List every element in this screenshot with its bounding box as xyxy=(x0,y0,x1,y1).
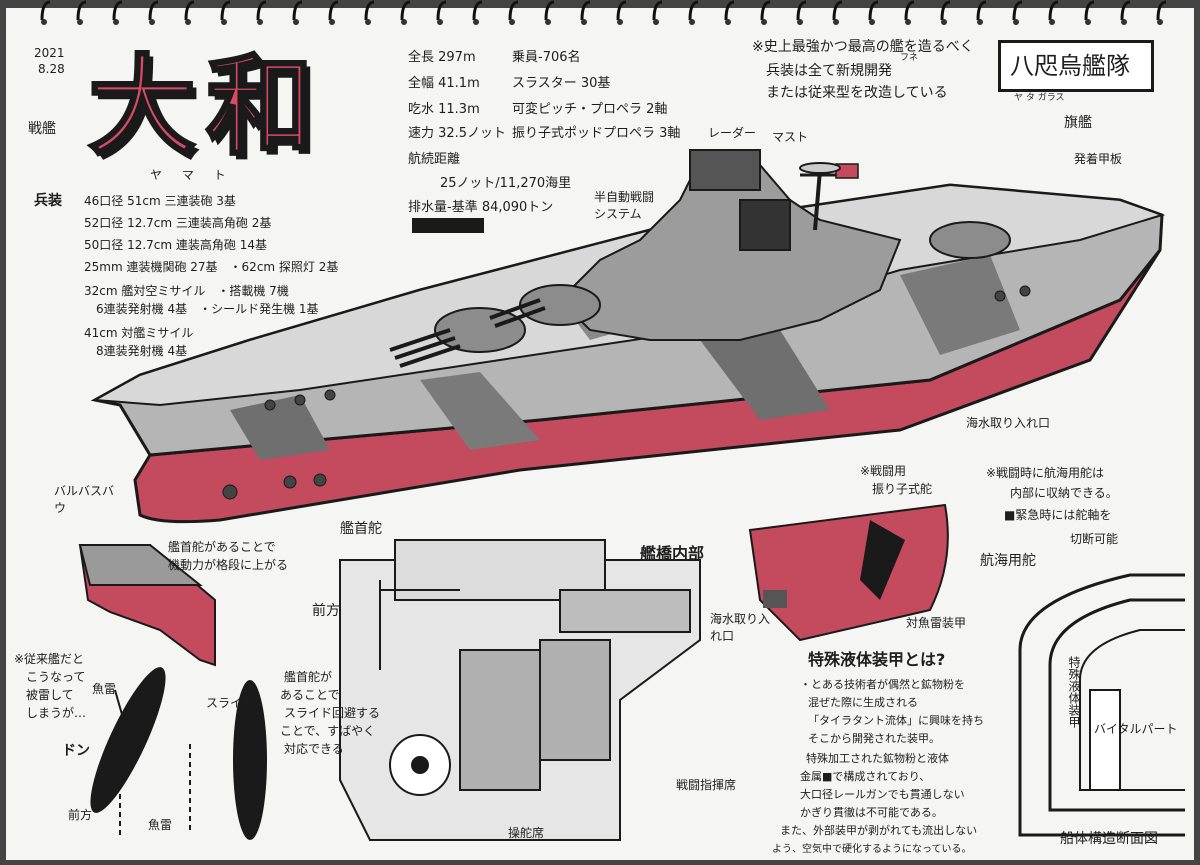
special-armor-text: 大口径レールガンでも貫通しない xyxy=(800,788,965,801)
section-vital: バイタルパート xyxy=(1094,722,1178,736)
result-line: あることで xyxy=(280,688,340,702)
spec-thrusters: スラスター 30基 xyxy=(512,76,611,91)
impact-label: ドン xyxy=(62,743,90,759)
fleet-reading: ヤ タ ガラス xyxy=(1014,93,1065,103)
marker-front: 前方 xyxy=(68,808,93,822)
bridge-front: 前方 xyxy=(312,603,340,619)
special-armor-text: 金属■で構成されており、 xyxy=(800,770,931,783)
spec-speed: 速力 32.5ノット xyxy=(408,126,506,141)
weapons-heading: 兵装 xyxy=(34,193,62,209)
spec-range-value: 25ノット/11,270海里 xyxy=(440,176,572,191)
title-reading: ヤ マ ト xyxy=(150,168,234,182)
date-year: 2021 xyxy=(34,46,65,60)
weapon-item: 6連装発射機 4基 ・シールド発生機 1基 xyxy=(96,302,319,316)
torpedo-diagram xyxy=(90,667,267,840)
spiral-binding xyxy=(40,0,1167,21)
label-hangar-deck: 発着甲板 xyxy=(1074,152,1123,166)
special-armor-text: ・とある技術者が偶然と鉱物粉を xyxy=(800,678,965,691)
special-armor-text: そこから開発された装甲。 xyxy=(808,732,940,745)
top-note-line-2: 兵装は全て新規開発 xyxy=(766,63,892,79)
stern-note: 内部に収納できる。 xyxy=(1010,486,1118,500)
special-armor-text: よう、空気中で硬化するようになっている。 xyxy=(772,844,972,855)
marker-torpedo: 魚雷 xyxy=(148,818,173,832)
battle-rudder-1: ※戦闘用 xyxy=(860,464,907,478)
bow-rudder-note-2: 機動力が格段に上がる xyxy=(168,558,289,572)
bridge-combat-seat: 戦闘指揮席 xyxy=(676,778,737,792)
special-armor-text: 特殊加工された鉱物粉と液体 xyxy=(806,752,949,765)
stern-note: 切断可能 xyxy=(1070,532,1119,546)
label-mast: マスト xyxy=(772,130,809,144)
spec-pod-propeller: 振り子式ポッドプロペラ 3軸 xyxy=(512,126,681,141)
date-month-day: 8.28 xyxy=(38,62,65,76)
top-note-line-1: ※史上最強かつ最高の艦を造るべく xyxy=(752,39,974,55)
bow-rudder-note-1: 艦首舵があることで xyxy=(168,540,276,554)
spec-beam: 全幅 41.1m xyxy=(408,76,480,91)
battleship-drawing xyxy=(90,148,1166,524)
weapon-item: 50口径 12.7cm 連装高角砲 14基 xyxy=(84,238,267,252)
battle-rudder-2: 振り子式舵 xyxy=(872,482,933,496)
stern-armor: 対魚雷装甲 xyxy=(906,616,967,630)
stern-note: ■緊急時には舵軸を xyxy=(1004,508,1112,522)
stern-sketch xyxy=(748,503,949,642)
spec-length: 全長 297m xyxy=(408,50,476,65)
compare-line: しまうが… xyxy=(26,706,87,720)
result-line: スライド回避する xyxy=(284,706,381,720)
fleet-name: 八咫烏艦隊 xyxy=(1010,52,1130,80)
result-line: 対応できる xyxy=(284,742,344,756)
weapon-item: 46口径 51cm 三連装砲 3基 xyxy=(84,194,236,208)
compare-line: 被雷して xyxy=(26,688,74,702)
result-line: 艦首舵が xyxy=(284,670,333,684)
spec-crew: 乗員-706名 xyxy=(512,50,581,65)
top-note-ruby: フネ xyxy=(900,53,919,63)
category-label: 戦艦 xyxy=(28,121,56,137)
ship-title: 大和 xyxy=(86,44,325,170)
label-radar: レーダー xyxy=(708,126,757,140)
bridge-title: 艦橋内部 xyxy=(640,544,705,563)
bow-sketch xyxy=(78,544,216,667)
spec-draft: 吃水 11.3m xyxy=(408,102,480,117)
special-armor-text: 混ぜた際に生成される xyxy=(808,696,918,709)
torpedo-label: 魚雷 xyxy=(92,682,117,696)
special-armor-text: かぎり貫徹は不可能である。 xyxy=(800,806,943,819)
stern-intake: 海水取り入れ口 xyxy=(710,612,771,643)
spec-range-label: 航続距離 xyxy=(408,152,461,167)
hull-cross-section xyxy=(1018,573,1185,837)
compare-line: こうなって xyxy=(26,670,86,684)
weapon-item: 8連装発射機 4基 xyxy=(96,344,188,358)
fleet-role: 旗艦 xyxy=(1064,115,1092,131)
weapon-item: 25mm 連装機関砲 27基 ・62cm 探照灯 2基 xyxy=(84,260,339,274)
special-armor-text: 「タイラタント流体」に興味を持ち xyxy=(808,714,984,727)
spec-displacement: 排水量-基準 84,090トン xyxy=(408,200,554,215)
top-note-line-3: または従来型を改造している xyxy=(766,85,948,101)
label-auto-system: 半自動戦闘システム xyxy=(594,190,655,221)
bow-rudder-label: 艦首舵 xyxy=(340,521,382,537)
nav-rudder-label: 航海用舵 xyxy=(980,553,1036,569)
section-caption: 船体構造断面図 xyxy=(1060,831,1158,847)
weapon-item: 41cm 対艦ミサイル xyxy=(84,326,194,340)
section-armor-label: 特殊液体装甲 xyxy=(1067,656,1081,728)
special-armor-text: また、外部装甲が剥がれても流出しない xyxy=(780,824,978,837)
spec-propeller: 可変ピッチ・プロペラ 2軸 xyxy=(512,102,668,117)
slide-label: スライド xyxy=(206,696,255,710)
stern-note: ※戦闘時に航海用舵は xyxy=(986,466,1105,480)
result-line: ことで、すばやく xyxy=(280,724,376,738)
bridge-helm-seat: 操舵席 xyxy=(508,826,545,840)
weapon-item: 52口径 12.7cm 三連装高角砲 2基 xyxy=(84,216,272,230)
label-intake: 海水取り入れ口 xyxy=(966,416,1051,430)
label-bulbous-bow: バルバスバウ xyxy=(54,484,115,515)
fleet-name-box xyxy=(998,40,1154,92)
special-armor-heading: 特殊液体装甲とは? xyxy=(808,650,946,669)
weapon-item: 32cm 艦対空ミサイル ・搭載機 7機 xyxy=(84,284,289,298)
bridge-interior-sketch xyxy=(339,539,701,841)
compare-line: ※従来艦だと xyxy=(14,652,85,666)
